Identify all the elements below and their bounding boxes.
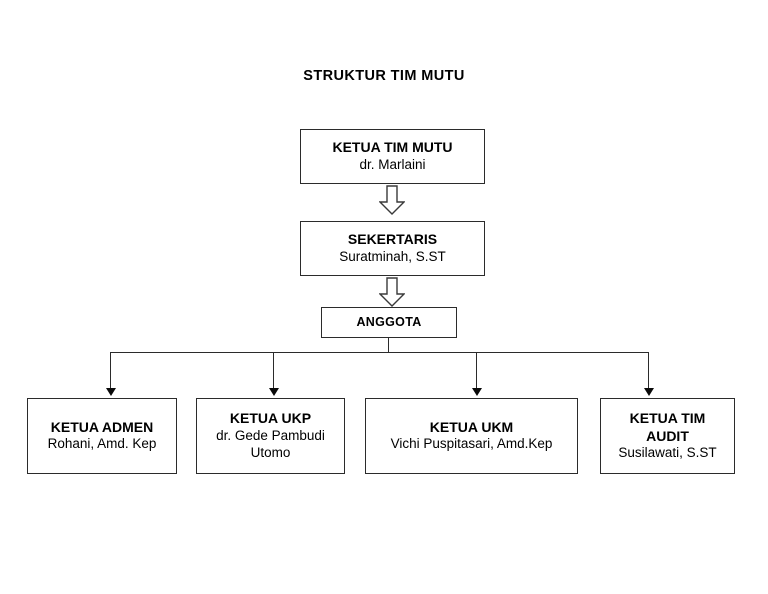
block-arrow-down-icon <box>378 185 406 215</box>
arrowhead-down-icon <box>268 388 279 396</box>
node-ketua-tim-mutu: KETUA TIM MUTU dr. Marlaini <box>300 129 485 184</box>
node-title: KETUA UKM <box>429 418 514 435</box>
connector-branch-3 <box>476 352 478 391</box>
node-anggota: ANGGOTA <box>321 307 457 338</box>
page-title: STRUKTUR TIM MUTU <box>303 68 465 84</box>
node-name: dr. Marlaini <box>359 156 426 172</box>
node-title: KETUA ADMEN <box>50 418 154 435</box>
arrowhead-down-icon <box>643 388 654 396</box>
node-ketua-tim-audit: KETUA TIM AUDIT Susilawati, S.ST <box>600 398 735 474</box>
node-ketua-admen: KETUA ADMEN Rohani, Amd. Kep <box>27 398 177 474</box>
arrowhead-down-icon <box>471 388 482 396</box>
node-title: KETUA TIM AUDIT <box>629 410 706 444</box>
block-arrow-down-icon <box>378 277 406 307</box>
node-name: dr. Gede Pambudi Utomo <box>216 427 325 460</box>
node-name: Vichi Puspitasari, Amd.Kep <box>390 436 553 452</box>
connector-trunk <box>388 338 390 353</box>
node-title: KETUA TIM MUTU <box>332 139 453 156</box>
node-sekertaris: SEKERTARIS Suratminah, S.ST <box>300 221 485 276</box>
node-title: KETUA UKP <box>229 410 312 427</box>
node-name: Suratminah, S.ST <box>339 248 446 264</box>
connector-branch-4 <box>648 352 650 391</box>
arrowhead-down-icon <box>105 388 116 396</box>
node-ketua-ukm: KETUA UKM Vichi Puspitasari, Amd.Kep <box>365 398 578 474</box>
node-name: Rohani, Amd. Kep <box>47 436 157 452</box>
node-name: Susilawati, S.ST <box>618 445 717 461</box>
node-title: SEKERTARIS <box>347 231 438 248</box>
node-title: ANGGOTA <box>356 314 422 329</box>
connector-branch-2 <box>273 352 275 391</box>
connector-branch-1 <box>110 352 112 391</box>
node-ketua-ukp: KETUA UKP dr. Gede Pambudi Utomo <box>196 398 345 474</box>
connector-horizontal-bus <box>110 352 649 354</box>
